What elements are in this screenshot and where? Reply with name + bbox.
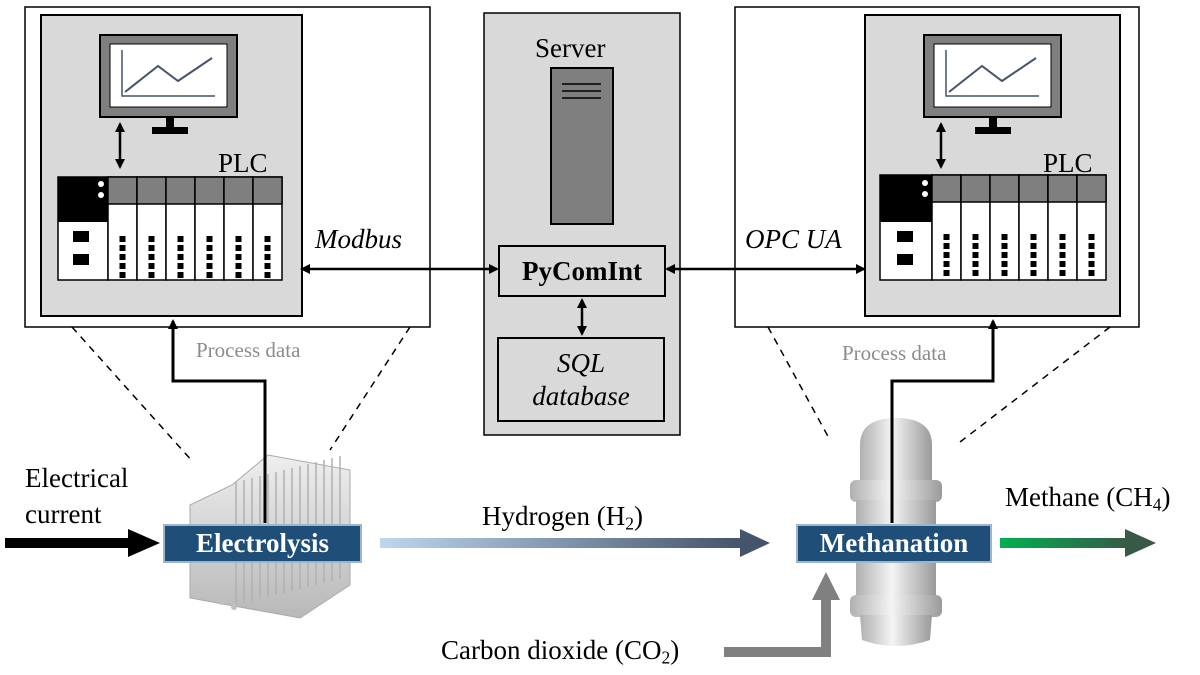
methanation-label: Methanation: [819, 528, 969, 558]
pycomint-box: PyComInt: [498, 245, 666, 297]
server-tower-icon: [550, 67, 614, 225]
methanation-process-data-line: [890, 319, 998, 523]
modbus-label: Modbus: [315, 224, 402, 254]
hydrogen-arrow: [380, 529, 770, 557]
left-process-data-label: Process data: [196, 338, 301, 362]
right-plc-label: PLC: [1043, 148, 1093, 178]
opcua-label: OPC UA: [745, 224, 842, 254]
methanation-box: Methanation: [796, 524, 992, 563]
methane-arrow: [1000, 529, 1156, 557]
zoom-lines: [71, 326, 1111, 463]
hydrogen-label: Hydrogen (H2): [482, 501, 643, 534]
co2-arrow: [724, 572, 840, 657]
server-label: Server: [535, 33, 606, 63]
right-process-data-label: Process data: [842, 341, 947, 365]
electrical-label-line2: current: [25, 499, 102, 529]
pycomint-label: PyComInt: [522, 255, 642, 286]
right-plc-rack-icon: [879, 174, 1107, 281]
sql-label: SQL: [556, 348, 605, 379]
database-label: database: [532, 380, 630, 411]
left-plc-rack-icon: [57, 176, 283, 281]
right-monitor-icon: [923, 34, 1062, 134]
electrical-label-line1: Electrical: [25, 463, 129, 493]
electrolysis-box: Electrolysis: [163, 524, 362, 563]
co2-label: Carbon dioxide (CO2): [441, 635, 680, 668]
electrical-current-arrow: [5, 529, 160, 557]
left-plc-label: PLC: [218, 148, 268, 178]
electrolysis-process-data-line: [168, 319, 267, 523]
left-monitor-icon: [99, 34, 238, 134]
methane-label: Methane (CH4): [1005, 482, 1171, 515]
electrolysis-label: Electrolysis: [196, 528, 329, 558]
sql-database-box: SQL database: [497, 337, 665, 422]
